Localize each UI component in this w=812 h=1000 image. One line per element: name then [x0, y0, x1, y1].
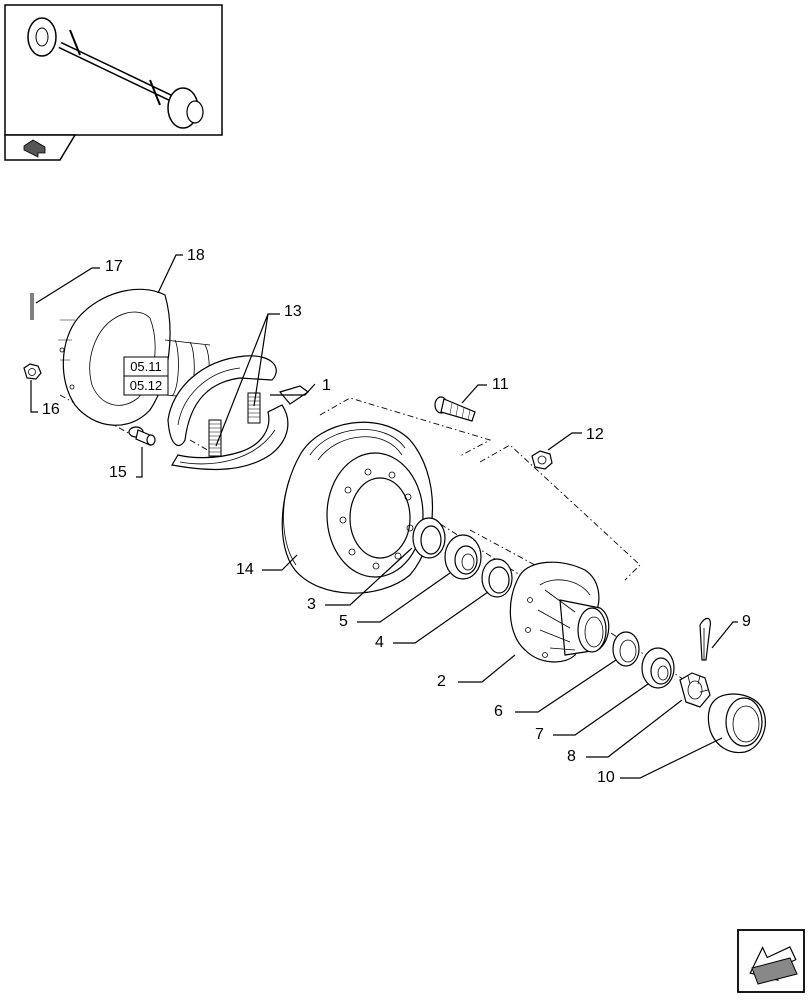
callout-label: 6 [494, 703, 503, 720]
part-4-bearing-race [481, 558, 513, 598]
callout-label: 3 [307, 596, 316, 613]
callout-label: 7 [535, 726, 544, 743]
part-16-nut [23, 363, 42, 380]
axle-assembly-thumbnail-icon [27, 17, 204, 129]
part-10-hub-cap [707, 693, 766, 754]
callout-3: 3 [307, 547, 413, 613]
part-1-brake-shoes [167, 355, 310, 471]
callout-12: 12 [547, 426, 604, 451]
part-6-outer-seal [612, 631, 640, 667]
callout-label: 5 [339, 613, 348, 630]
callout-5: 5 [339, 572, 451, 630]
callout-label: 9 [742, 613, 751, 630]
previous-page-arrow-icon [23, 139, 46, 158]
reference-box-2[interactable]: 05.12 [123, 375, 169, 396]
callout-label: 8 [567, 748, 576, 765]
callout-11: 11 [461, 376, 509, 404]
callout-13: 13 [215, 303, 302, 447]
callout-label: 11 [492, 376, 509, 393]
part-7-outer-bearing [641, 647, 675, 689]
callout-14: 14 [236, 554, 298, 578]
callout-6: 6 [494, 659, 617, 720]
callout-1: 1 [270, 377, 331, 396]
callout-label: 17 [105, 258, 123, 275]
callout-9: 9 [711, 613, 751, 649]
part-12-wheel-nut [531, 450, 553, 470]
part-3-seal [412, 517, 446, 559]
part-9-cotter-pin [699, 617, 711, 661]
part-5-inner-bearing [444, 534, 482, 580]
callout-label: 15 [109, 464, 127, 481]
callout-label: 18 [187, 247, 205, 264]
callout-2: 2 [437, 654, 516, 690]
part-2-wheel-hub [509, 561, 610, 663]
callout-8: 8 [567, 699, 683, 765]
part-14-brake-drum [281, 421, 433, 594]
callout-label: 13 [284, 303, 302, 320]
callout-10: 10 [597, 737, 723, 786]
axle-thumbnail [4, 4, 223, 136]
callout-label: 10 [597, 769, 615, 786]
callout-4: 4 [375, 591, 489, 651]
callout-label: 4 [375, 634, 384, 651]
callout-7: 7 [535, 683, 649, 743]
callout-label: 1 [322, 377, 331, 394]
callout-16: 16 [30, 380, 60, 418]
callout-label: 16 [42, 401, 60, 418]
callout-17: 17 [35, 258, 123, 304]
part-15-bolt [128, 426, 156, 446]
callout-18: 18 [157, 247, 205, 294]
callout-label: 2 [437, 673, 446, 690]
next-page-button[interactable] [737, 929, 805, 993]
part-8-castle-nut [679, 672, 711, 708]
reference-label: 05.11 [130, 359, 162, 374]
part-11-wheel-bolt [434, 396, 476, 422]
reference-box-1[interactable]: 05.11 [123, 356, 169, 377]
callout-label: 14 [236, 561, 254, 578]
reference-label: 05.12 [130, 378, 163, 393]
callout-15: 15 [109, 447, 143, 481]
callout-label: 12 [586, 426, 604, 443]
part-13-springs [208, 392, 261, 457]
next-page-arrow-icon [749, 946, 798, 985]
previous-page-button[interactable] [4, 134, 77, 161]
